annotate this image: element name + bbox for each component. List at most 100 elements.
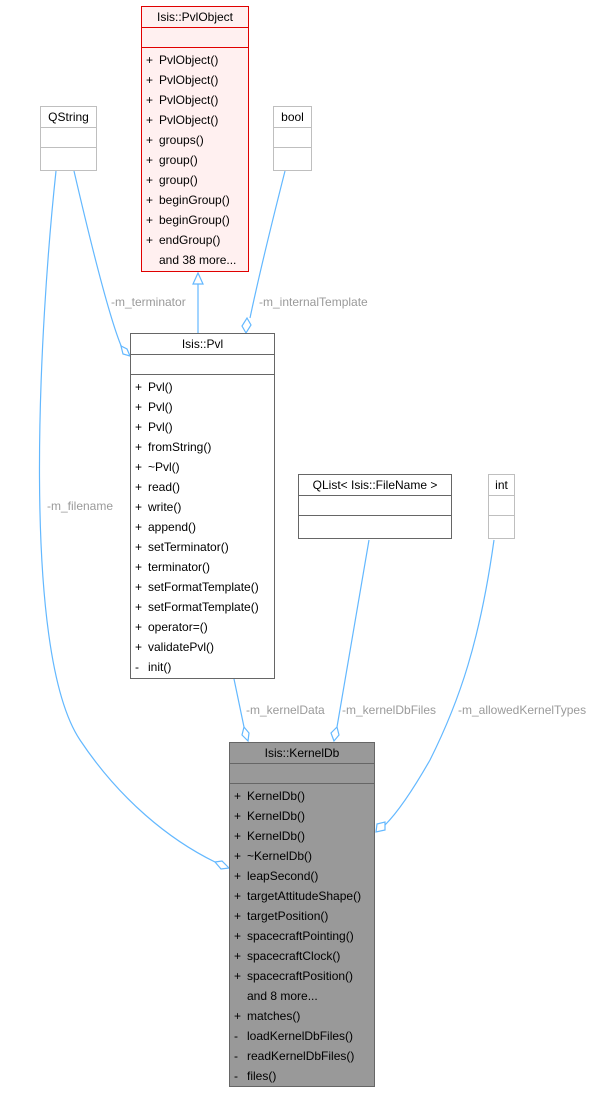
class-method[interactable]: -loadKernelDbFiles(): [230, 1026, 374, 1046]
class-method[interactable]: -init(): [131, 657, 274, 677]
class-method[interactable]: +matches(): [230, 1006, 374, 1026]
method-name: setFormatTemplate(): [148, 600, 259, 614]
method-name: terminator(): [148, 560, 211, 574]
method-name: groups(): [159, 133, 204, 147]
class-method[interactable]: + setFormatTemplate(): [131, 597, 274, 617]
method-name: PvlObject(): [159, 53, 219, 67]
visibility-marker: +: [135, 580, 143, 594]
method-name: PvlObject(): [159, 73, 219, 87]
class-method[interactable]: +~Pvl(): [131, 457, 274, 477]
visibility-marker: +: [234, 809, 242, 823]
visibility-marker: +: [135, 600, 143, 614]
class-method[interactable]: +Pvl(): [131, 397, 274, 417]
visibility-marker: +: [135, 480, 143, 494]
edge-label-m-internal-template: -m_internalTemplate: [259, 295, 368, 309]
class-node-int[interactable]: int: [488, 474, 515, 539]
edge-label-m-filename: -m_filename: [47, 499, 114, 513]
class-method[interactable]: +write(): [131, 497, 274, 517]
class-method[interactable]: +KernelDb(): [230, 786, 374, 806]
visibility-marker: +: [146, 233, 154, 247]
method-name: KernelDb(): [247, 829, 306, 843]
edge-m-filename: [38, 170, 216, 863]
class-method[interactable]: +validatePvl(): [131, 637, 274, 657]
class-node-qstring[interactable]: QString: [40, 106, 97, 171]
class-method[interactable]: +PvlObject(): [142, 90, 248, 110]
visibility-marker: +: [234, 969, 242, 983]
visibility-marker: +: [234, 949, 242, 963]
class-title: QList< Isis::FileName >: [299, 475, 451, 496]
method-name: beginGroup(): [159, 193, 230, 207]
class-method[interactable]: +targetAttitudeShape(): [230, 886, 374, 906]
method-name: loadKernelDbFiles(): [247, 1029, 354, 1043]
class-method[interactable]: -files(): [230, 1066, 374, 1086]
visibility-marker: +: [146, 213, 154, 227]
class-method[interactable]: +Pvl(): [131, 377, 274, 397]
visibility-marker: +: [146, 153, 154, 167]
class-method[interactable]: + terminator(): [131, 557, 274, 577]
visibility-marker: +: [234, 869, 242, 883]
method-name: group(): [159, 173, 198, 187]
class-method[interactable]: +KernelDb(): [230, 806, 374, 826]
class-method[interactable]: and 38 more...: [142, 250, 248, 270]
class-title: Isis::PvlObject: [142, 7, 248, 28]
class-method[interactable]: +PvlObject(): [142, 50, 248, 70]
class-node-pvl[interactable]: Isis::Pvl +Pvl()+Pvl()+Pvl()+fromString(…: [130, 333, 275, 679]
class-method[interactable]: +spacecraftPointing(): [230, 926, 374, 946]
edge-label-m-allowed-kernel-types: -m_allowedKernelTypes: [458, 703, 587, 717]
class-methods: [489, 516, 514, 537]
class-method[interactable]: +read(): [131, 477, 274, 497]
class-node-kerneldb[interactable]: Isis::KernelDb +KernelDb()+KernelDb()+Ke…: [229, 742, 375, 1087]
class-method[interactable]: + PvlObject(): [142, 70, 248, 90]
visibility-marker: -: [234, 1069, 238, 1083]
class-method[interactable]: +groups(): [142, 130, 248, 150]
class-method[interactable]: +~KernelDb(): [230, 846, 374, 866]
class-method[interactable]: +setTerminator(): [131, 537, 274, 557]
class-method[interactable]: +targetPosition(): [230, 906, 374, 926]
class-node-qlist-filename[interactable]: QList< Isis::FileName >: [298, 474, 452, 539]
visibility-marker: +: [234, 829, 242, 843]
visibility-marker: +: [135, 620, 143, 634]
edge-m-internal-template: [249, 170, 286, 319]
class-node-bool[interactable]: bool: [273, 106, 312, 171]
visibility-marker: +: [146, 73, 154, 87]
class-method[interactable]: + group(): [142, 150, 248, 170]
class-method[interactable]: +spacecraftClock(): [230, 946, 374, 966]
edge-m-terminator: [73, 170, 123, 349]
aggregation-diamond: [213, 860, 231, 870]
class-method[interactable]: +setFormatTemplate(): [131, 577, 274, 597]
class-method[interactable]: +Pvl(): [131, 417, 274, 437]
class-method[interactable]: +beginGroup(): [142, 190, 248, 210]
class-method[interactable]: +operator=(): [131, 617, 274, 637]
class-method[interactable]: +endGroup(): [142, 230, 248, 250]
method-name: fromString(): [148, 440, 212, 454]
visibility-marker: +: [234, 889, 242, 903]
visibility-marker: +: [146, 173, 154, 187]
edge-m-kernel-db-files: [336, 539, 370, 728]
visibility-marker: +: [135, 460, 143, 474]
method-name: group(): [159, 153, 198, 167]
class-method[interactable]: -readKernelDbFiles(): [230, 1046, 374, 1066]
class-method[interactable]: and 8 more...: [230, 986, 374, 1006]
visibility-marker: +: [234, 849, 242, 863]
class-title: Isis::Pvl: [131, 334, 274, 355]
method-name: setTerminator(): [148, 540, 229, 554]
class-methods: [274, 148, 311, 169]
method-name: KernelDb(): [247, 789, 306, 803]
class-method[interactable]: +PvlObject(): [142, 110, 248, 130]
method-name: append(): [148, 520, 197, 534]
aggregation-diamond: [330, 725, 340, 743]
class-method[interactable]: +spacecraftPosition(): [230, 966, 374, 986]
class-method[interactable]: +leapSecond(): [230, 866, 374, 886]
class-method[interactable]: + group(): [142, 170, 248, 190]
class-method[interactable]: + KernelDb(): [230, 826, 374, 846]
visibility-marker: +: [135, 560, 143, 574]
class-method[interactable]: +append(): [131, 517, 274, 537]
visibility-marker: +: [234, 909, 242, 923]
method-name: spacecraftPointing(): [247, 929, 354, 943]
class-node-pvlobject[interactable]: Isis::PvlObject +PvlObject()+PvlObject()…: [141, 6, 249, 272]
class-method[interactable]: +beginGroup(): [142, 210, 248, 230]
method-name: readKernelDbFiles(): [247, 1049, 355, 1063]
class-attributes: [299, 496, 451, 516]
class-method[interactable]: +fromString(): [131, 437, 274, 457]
